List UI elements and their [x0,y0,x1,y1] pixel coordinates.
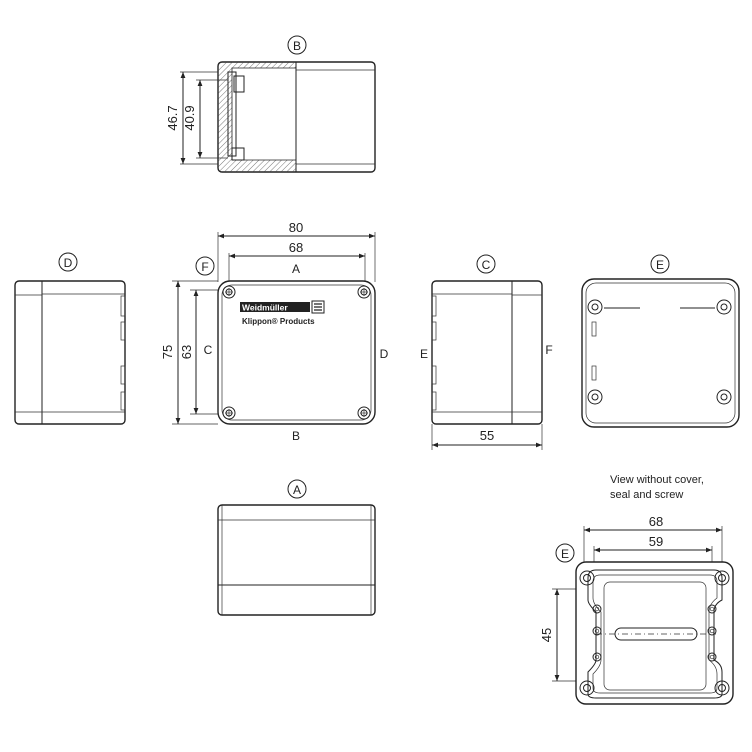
logo-bar [240,302,310,312]
view-a: A [217,479,376,616]
dim-detail-45: 45 [539,628,554,642]
logo-mark-icon [311,300,325,314]
edge-label-b: B [292,429,300,443]
detail-body [575,561,734,705]
edge-label-f: F [545,343,552,357]
dim-55: 55 [480,428,494,443]
view-e-tag: E [656,258,664,272]
view-f-front: F 80 68 75 63 [160,220,389,443]
view-c: C E F 55 [420,254,553,450]
detail-view-e: View without cover, seal and screw E 68 … [539,474,734,705]
detail-tag: E [561,547,569,561]
view-b-tag: B [293,39,301,53]
view-b-section: B 46.7 40.9 [165,35,376,173]
dim-detail-59: 59 [649,534,663,549]
dim-63: 63 [179,345,194,359]
view-c-body [431,280,543,425]
view-d: D [14,252,126,425]
view-d-body [14,280,126,425]
edge-label-a: A [292,262,300,276]
view-b-tag-circle [287,35,307,55]
detail-note-line-2: seal and screw [610,489,683,501]
view-a-tag: A [293,483,301,497]
dim-detail-68: 68 [649,514,663,529]
front-screw-br [357,406,371,420]
view-e-inside: E [581,254,740,428]
view-f-tag: F [201,260,208,274]
edge-label-d: D [380,347,389,361]
front-body [217,280,376,425]
front-screw-tr [357,285,371,299]
view-a-body [217,504,376,616]
logo-brand: Weidmüller [242,303,288,313]
dim-40-9: 40.9 [182,105,197,130]
detail-seal-groove [587,569,723,699]
dim-68: 68 [289,240,303,255]
front-screw-tl [222,285,236,299]
dim-46-7: 46.7 [165,105,180,130]
view-e-body [581,278,740,428]
dim-75: 75 [160,345,175,359]
logo-subline: Klippon® Products [242,317,315,326]
front-screw-bl [222,406,236,420]
view-c-tag: C [482,258,491,272]
view-d-tag: D [64,256,73,270]
detail-note-line-1: View without cover, [610,474,704,486]
dim-80: 80 [289,220,303,235]
edge-label-c: C [204,343,213,357]
edge-label-e: E [420,347,428,361]
